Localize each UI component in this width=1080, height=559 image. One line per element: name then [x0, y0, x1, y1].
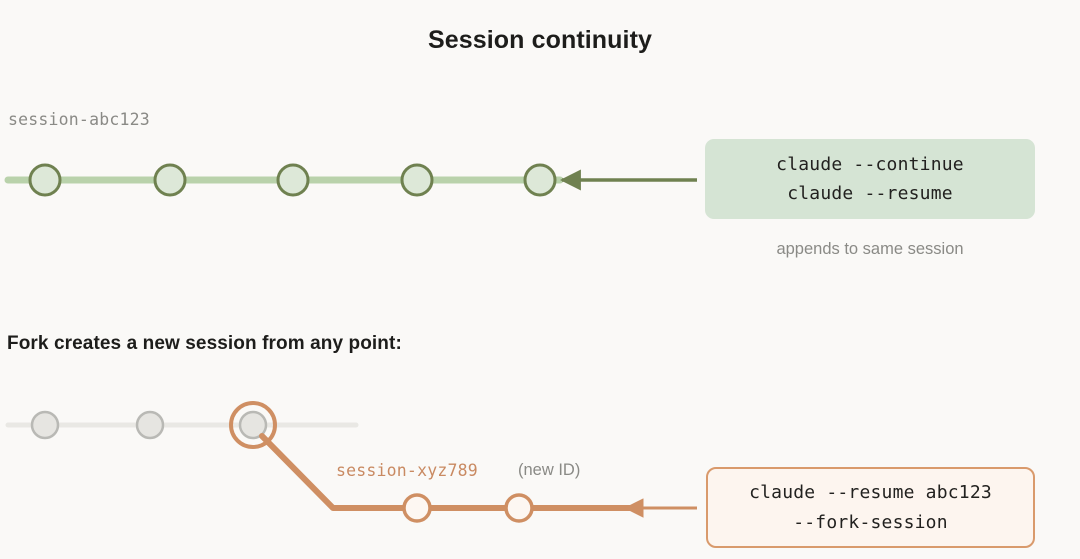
- trunk-node-1[interactable]: [30, 410, 60, 440]
- branch-node-2[interactable]: [504, 493, 534, 523]
- page-title: Session continuity: [427, 26, 653, 54]
- session-node-2[interactable]: [153, 163, 187, 197]
- fork-command-line-2: --fork-session: [793, 511, 948, 533]
- continue-resume-callout: claude --continue claude --resume: [705, 139, 1035, 219]
- trunk-node-3-fork-point[interactable]: [238, 410, 268, 440]
- fork-command-line-1: claude --resume abc123: [749, 482, 992, 504]
- branch-node-1[interactable]: [402, 493, 432, 523]
- trunk-node-2[interactable]: [135, 410, 165, 440]
- session-id-label-top: session-abc123: [8, 110, 150, 129]
- session-node-3[interactable]: [276, 163, 310, 197]
- fork-point-ring-icon: [229, 401, 277, 449]
- continue-callout-caption: appends to same session: [776, 240, 964, 258]
- session-node-5[interactable]: [523, 163, 557, 197]
- forked-branch: [259, 433, 636, 523]
- fork-section-heading: Fork creates a new session from any poin…: [7, 333, 402, 354]
- branch-session-id-label: session-xyz789: [336, 461, 478, 480]
- session-node-1[interactable]: [28, 163, 62, 197]
- branch-new-id-note: (new ID): [518, 461, 581, 479]
- continue-command-line-1: claude --continue: [776, 153, 964, 175]
- fork-session-callout: claude --resume abc123 --fork-session: [706, 467, 1035, 548]
- continue-command-line-2: claude --resume: [787, 183, 953, 204]
- session-chain-green: [4, 163, 564, 197]
- session-node-4[interactable]: [400, 163, 434, 197]
- session-chain-gray: [5, 401, 359, 449]
